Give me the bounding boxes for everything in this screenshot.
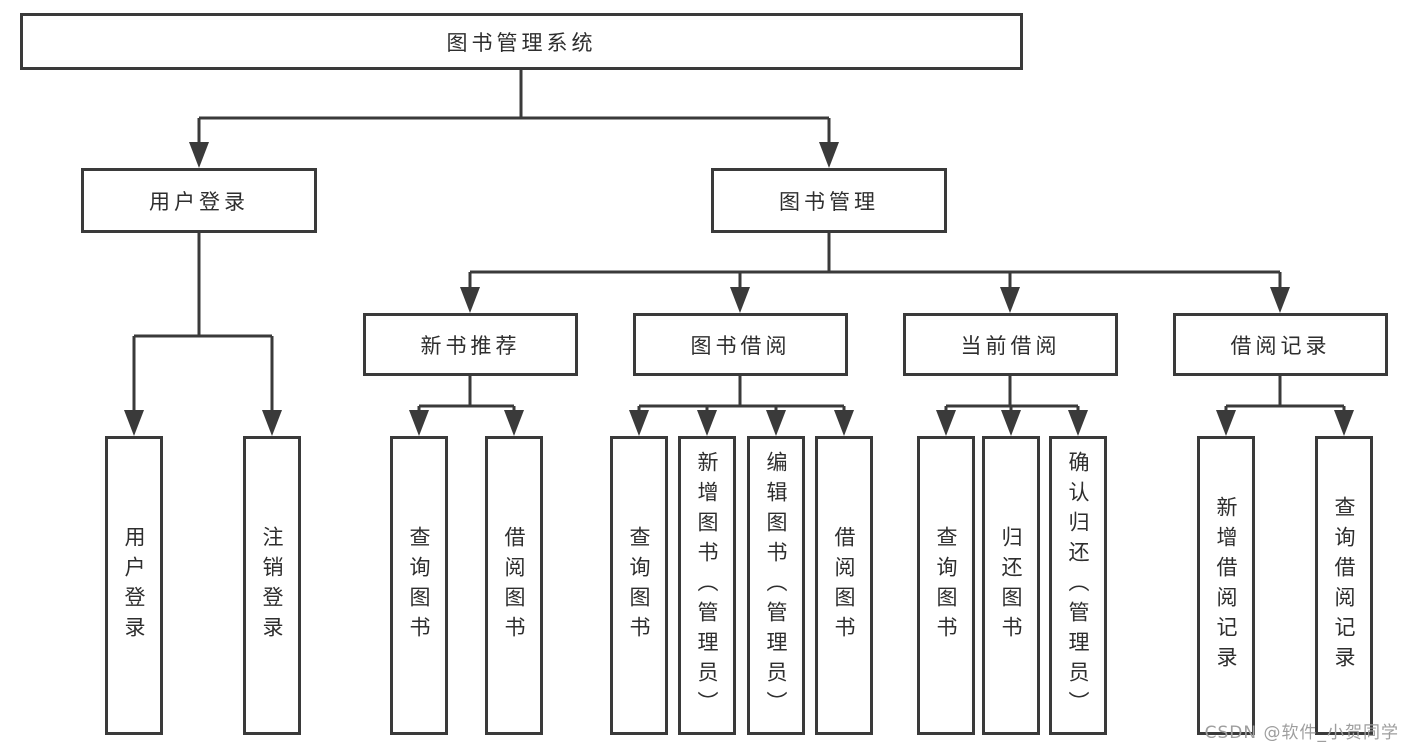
leaf-label: 注销登录 xyxy=(260,525,284,646)
arrowhead-icon xyxy=(409,410,429,436)
leaf-label: 确认归还（管理员） xyxy=(1066,450,1090,721)
arrowhead-icon xyxy=(834,410,854,436)
leaf-label: 查询借阅记录 xyxy=(1332,495,1356,676)
arrowhead-icon xyxy=(1334,410,1354,436)
arrowhead-icon xyxy=(936,410,956,436)
node-book-management: 图书管理 xyxy=(711,168,947,233)
arrowhead-icon xyxy=(124,410,144,436)
connector-borrow-record-to-leaves xyxy=(1224,376,1346,414)
node-current-borrowing: 当前借阅 xyxy=(903,313,1118,376)
node-library-management-system: 图书管理系统 xyxy=(20,13,1023,70)
leaf-borrow-books: 借阅图书 xyxy=(815,436,873,735)
connector-root-to-level2 xyxy=(197,70,831,146)
arrowhead-icon xyxy=(1068,410,1088,436)
leaf-query-books-recommend: 查询图书 xyxy=(390,436,448,735)
arrowhead-icon xyxy=(1001,410,1021,436)
node-book-borrowing: 图书借阅 xyxy=(633,313,848,376)
arrowhead-icon xyxy=(262,410,282,436)
leaf-confirm-return-admin: 确认归还（管理员） xyxy=(1049,436,1107,735)
leaf-label: 新增借阅记录 xyxy=(1214,495,1238,676)
leaf-logout: 注销登录 xyxy=(243,436,301,735)
arrowhead-icon xyxy=(629,410,649,436)
connector-new-book-rec-to-leaves xyxy=(417,376,516,414)
arrowhead-icon xyxy=(504,410,524,436)
leaf-label: 用户登录 xyxy=(122,525,146,646)
leaf-label: 查询图书 xyxy=(627,525,651,646)
leaf-label: 借阅图书 xyxy=(502,525,526,646)
arrowhead-icon xyxy=(189,142,209,168)
arrowhead-icon xyxy=(766,410,786,436)
connector-user-login-to-leaves xyxy=(132,233,274,414)
node-user-login: 用户登录 xyxy=(81,168,317,233)
leaf-add-borrow-record: 新增借阅记录 xyxy=(1197,436,1255,735)
arrowhead-icon xyxy=(819,142,839,168)
leaf-query-borrow-record: 查询借阅记录 xyxy=(1315,436,1373,735)
arrowhead-icon xyxy=(1000,287,1020,313)
arrowhead-icon xyxy=(697,410,717,436)
leaf-label: 编辑图书（管理员） xyxy=(764,450,788,721)
leaf-user-login: 用户登录 xyxy=(105,436,163,735)
leaf-query-books-borrowing: 查询图书 xyxy=(610,436,668,735)
arrowhead-icon xyxy=(1216,410,1236,436)
node-new-book-recommend: 新书推荐 xyxy=(363,313,578,376)
node-borrowing-records: 借阅记录 xyxy=(1173,313,1388,376)
leaf-borrow-books-recommend: 借阅图书 xyxy=(485,436,543,735)
leaf-query-books-current: 查询图书 xyxy=(917,436,975,735)
leaf-label: 归还图书 xyxy=(999,525,1023,646)
arrowhead-icon xyxy=(1270,287,1290,313)
leaf-add-books-admin: 新增图书（管理员） xyxy=(678,436,736,735)
connector-book-borrow-to-leaves xyxy=(637,376,846,414)
leaf-label: 查询图书 xyxy=(407,525,431,646)
leaf-label: 查询图书 xyxy=(934,525,958,646)
leaf-label: 借阅图书 xyxy=(832,525,856,646)
leaf-label: 新增图书（管理员） xyxy=(695,450,719,721)
arrowhead-icon xyxy=(730,287,750,313)
leaf-edit-books-admin: 编辑图书（管理员） xyxy=(747,436,805,735)
connector-book-mgmt-to-level3 xyxy=(468,233,1282,291)
connector-current-borrow-to-leaves xyxy=(944,376,1080,414)
arrowhead-icon xyxy=(460,287,480,313)
csdn-watermark: CSDN @软件_小贺同学 xyxy=(1204,723,1399,743)
leaf-return-books: 归还图书 xyxy=(982,436,1040,735)
